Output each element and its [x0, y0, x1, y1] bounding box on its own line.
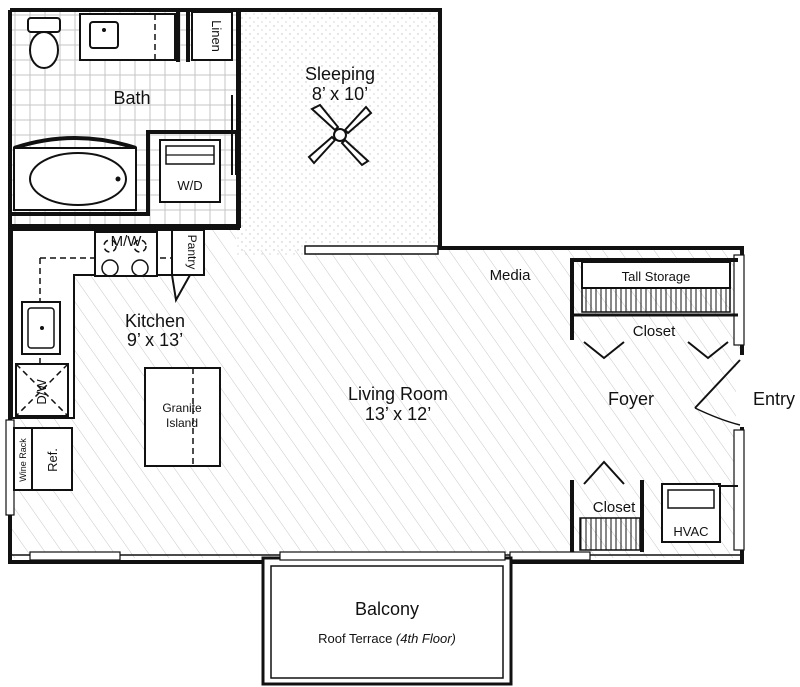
lower-closet-shelf — [579, 517, 641, 551]
pantry-label: Pantry — [185, 235, 199, 270]
closet-upper-label: Closet — [633, 323, 676, 340]
sleeping-label: Sleeping — [305, 64, 375, 84]
media-label: Media — [490, 267, 532, 284]
refrigerator-label: Ref. — [45, 448, 60, 472]
cooktop — [94, 231, 158, 277]
ceiling-fan-icon — [307, 103, 373, 167]
storage-closets — [574, 261, 738, 551]
living-room-dims: 13’ x 12’ — [365, 404, 431, 424]
tub-basin — [29, 152, 127, 206]
window-right-lower — [733, 429, 745, 551]
washer-dryer-box — [159, 139, 221, 203]
sleeping-dims: 8’ x 10’ — [312, 84, 368, 104]
bath-fixtures — [13, 11, 233, 211]
toilet-bowl — [29, 31, 59, 69]
balcony-label: Balcony — [355, 599, 419, 619]
refrigerator — [31, 427, 73, 491]
linen-closet — [191, 11, 233, 61]
foyer-label: Foyer — [608, 389, 654, 409]
balcony — [261, 551, 513, 686]
hvac-box — [661, 483, 721, 543]
interior-walls — [10, 10, 738, 552]
balcony-sliding-door — [279, 551, 506, 561]
living-room-label: Living Room — [348, 384, 448, 404]
island-label-2: Island — [166, 416, 198, 430]
window-left-kitchen — [5, 419, 15, 516]
window-top-sleeping — [304, 245, 439, 255]
sink-basin — [89, 21, 119, 49]
tall-storage-shelf — [581, 287, 731, 313]
window-right — [733, 254, 745, 346]
toilet-tank — [27, 17, 61, 33]
entry-label: Entry — [753, 389, 795, 409]
entry-door — [694, 355, 744, 427]
tub-edge — [13, 136, 137, 150]
kitchen-dims: 9’ x 13’ — [127, 330, 183, 350]
kitchen-label: Kitchen — [125, 311, 185, 331]
microwave-label: M/W — [111, 233, 143, 250]
island-label-1: Granite — [162, 401, 202, 415]
dishwasher-label: D/W — [34, 379, 49, 405]
outer-walls — [5, 8, 745, 564]
window-bottom-right — [509, 551, 591, 561]
linen-label: Linen — [209, 20, 224, 52]
balcony-sublabel: Roof Terrace (4th Floor) — [318, 631, 456, 646]
washer-dryer-label: W/D — [177, 178, 202, 193]
granite-island — [144, 367, 221, 467]
balcony-sub-note: (4th Floor) — [396, 631, 456, 646]
hvac-label: HVAC — [673, 524, 708, 539]
balcony-sub: Roof Terrace — [318, 631, 392, 646]
window-bottom-left — [29, 551, 121, 561]
closet-lower-label: Closet — [593, 499, 636, 516]
tall-storage-box — [581, 261, 731, 289]
kitchen-counters — [11, 229, 205, 491]
tall-storage-label: Tall Storage — [622, 269, 691, 284]
wine-rack-label: Wine Rack — [18, 438, 28, 482]
bath-label: Bath — [113, 88, 150, 108]
living-floor — [12, 228, 740, 558]
